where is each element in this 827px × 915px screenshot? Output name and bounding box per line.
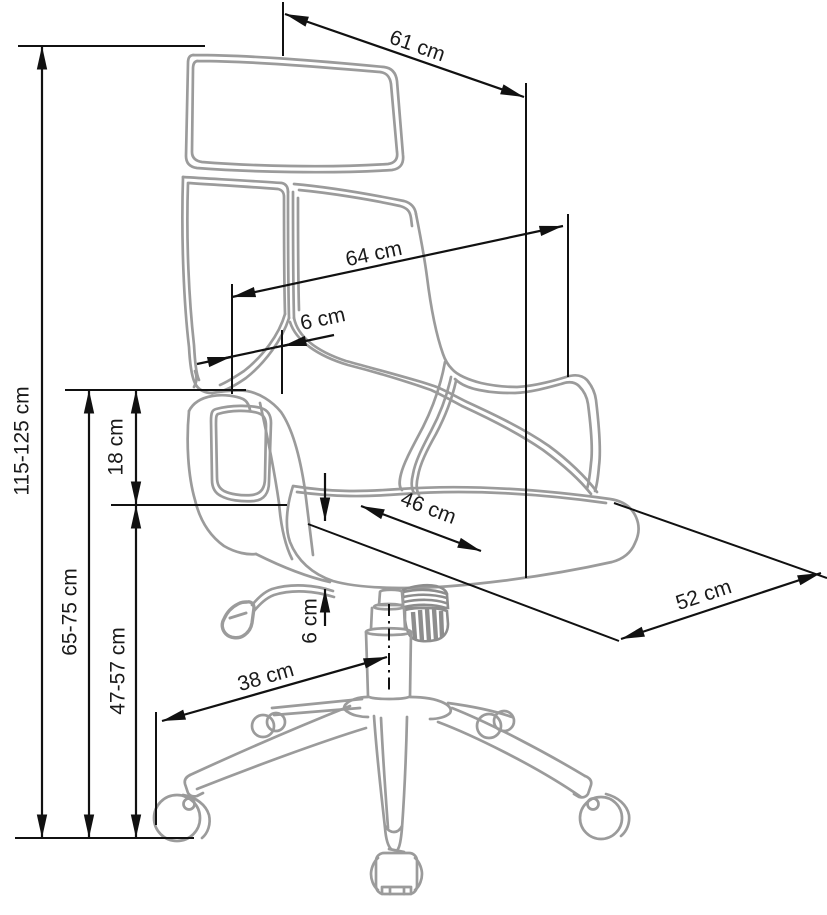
svg-text:6 cm: 6 cm xyxy=(299,598,322,644)
svg-text:47-57 cm: 47-57 cm xyxy=(107,627,130,715)
svg-text:65-75 cm: 65-75 cm xyxy=(59,568,82,656)
svg-text:18 cm: 18 cm xyxy=(105,418,128,475)
svg-text:115-125 cm: 115-125 cm xyxy=(11,386,34,495)
